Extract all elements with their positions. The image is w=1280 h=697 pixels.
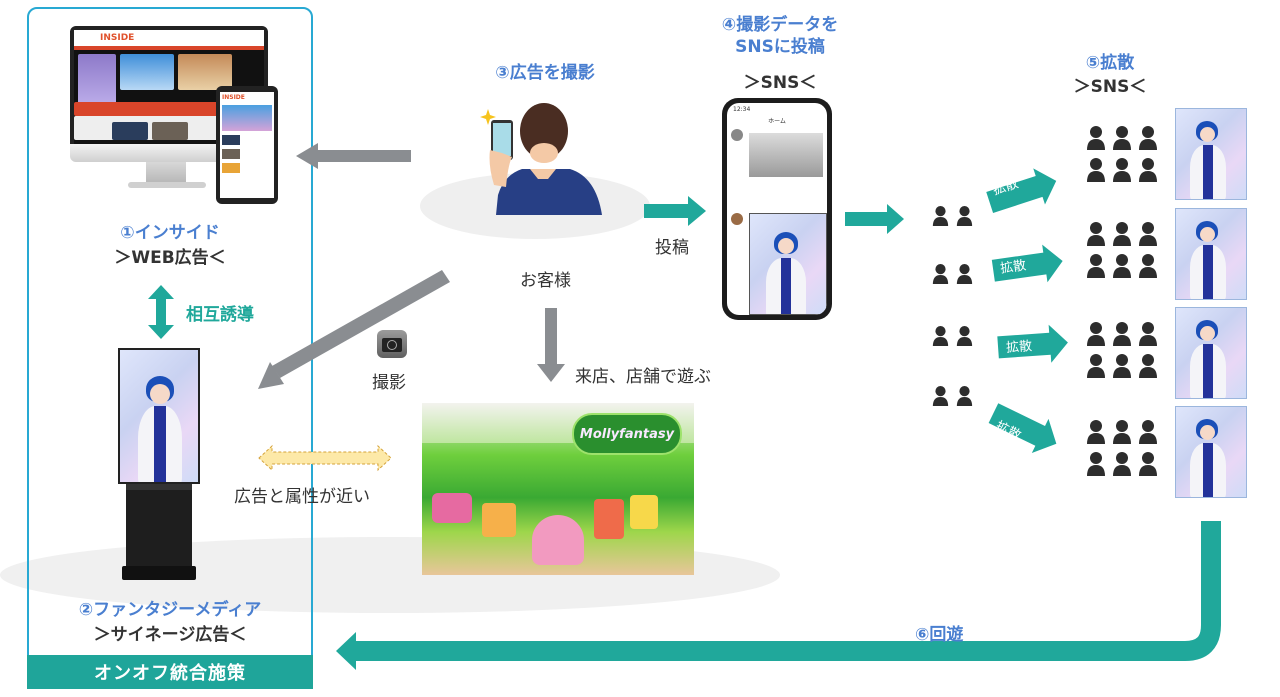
person-icon — [1112, 354, 1132, 382]
web-ad-title: ①インサイド — [120, 223, 220, 243]
sns-post-subtitle: ＞SNS＜ — [743, 73, 817, 93]
spread-label-3: 拡散 — [1005, 339, 1033, 356]
return-label: ⑥回遊 — [915, 625, 964, 645]
panel-footer: オンオフ統合施策 — [27, 655, 313, 689]
person-icon — [1138, 222, 1158, 250]
signage-title: ②ファンタジーメディア — [78, 600, 262, 620]
spread-image-card — [1175, 108, 1247, 200]
web-ad-subtitle: ＞WEB広告＜ — [114, 248, 226, 268]
person-icon — [956, 386, 973, 410]
spread-subtitle: ＞SNS＜ — [1073, 77, 1147, 97]
person-icon — [1086, 126, 1106, 154]
photo-label: 撮影 — [372, 373, 406, 393]
visit-label: 来店、店舗で遊ぶ — [575, 367, 711, 387]
person-icon — [956, 326, 973, 350]
mutual-label: 相互誘導 — [186, 305, 254, 325]
camera-icon — [377, 330, 407, 358]
sns-post-title-line2: SNSに投稿 — [735, 37, 825, 57]
spread-image-card — [1175, 307, 1247, 399]
person-icon — [1112, 222, 1132, 250]
person-icon — [1138, 158, 1158, 186]
spread-label-2: 拡散 — [999, 258, 1028, 277]
spread-title: ⑤拡散 — [1085, 53, 1135, 73]
phone-header: ホーム — [768, 118, 786, 125]
tablet-mockup: INSIDE — [216, 86, 278, 204]
phone-time: 12:34 — [733, 106, 751, 113]
person-icon — [1112, 158, 1132, 186]
person-icon — [1086, 322, 1106, 350]
customer-title: ③広告を撮影 — [495, 63, 595, 83]
web-ad-monitor: INSIDE INSIDE — [70, 26, 278, 206]
spread-image-card — [1175, 208, 1247, 300]
person-icon — [1138, 322, 1158, 350]
person-icon — [932, 264, 949, 288]
person-icon — [1112, 254, 1132, 282]
similar-attribute-label: 広告と属性が近い — [234, 487, 370, 507]
person-icon — [1112, 452, 1132, 480]
customer-person — [478, 95, 608, 215]
person-icon — [1138, 254, 1158, 282]
person-icon — [1086, 354, 1106, 382]
person-icon — [932, 326, 949, 350]
sns-post-title-line1: ④撮影データを — [721, 15, 839, 35]
person-icon — [1138, 354, 1158, 382]
store-photo: Mollyfantasy — [422, 403, 694, 575]
person-icon — [1086, 452, 1106, 480]
store-sign: Mollyfantasy — [572, 413, 682, 455]
person-icon — [1086, 158, 1106, 186]
person-icon — [1086, 222, 1106, 250]
person-icon — [1086, 420, 1106, 448]
person-icon — [1138, 420, 1158, 448]
person-icon — [956, 264, 973, 288]
person-icon — [932, 206, 949, 230]
signage-display — [118, 348, 202, 584]
sparkle-icon — [480, 109, 496, 125]
person-icon — [1086, 254, 1106, 282]
person-icon — [956, 206, 973, 230]
post-label: 投稿 — [655, 238, 689, 258]
person-icon — [1138, 126, 1158, 154]
smartphone-icon — [491, 120, 513, 160]
person-icon — [932, 386, 949, 410]
signage-subtitle: ＞サイネージ広告＜ — [93, 625, 247, 645]
customer-label: お客様 — [520, 271, 571, 291]
person-icon — [1138, 452, 1158, 480]
sns-phone: 12:34 ホーム — [722, 98, 832, 320]
person-icon — [1112, 126, 1132, 154]
spread-image-card — [1175, 406, 1247, 498]
site-logo: INSIDE — [74, 30, 264, 46]
person-icon — [1112, 420, 1132, 448]
person-icon — [1112, 322, 1132, 350]
